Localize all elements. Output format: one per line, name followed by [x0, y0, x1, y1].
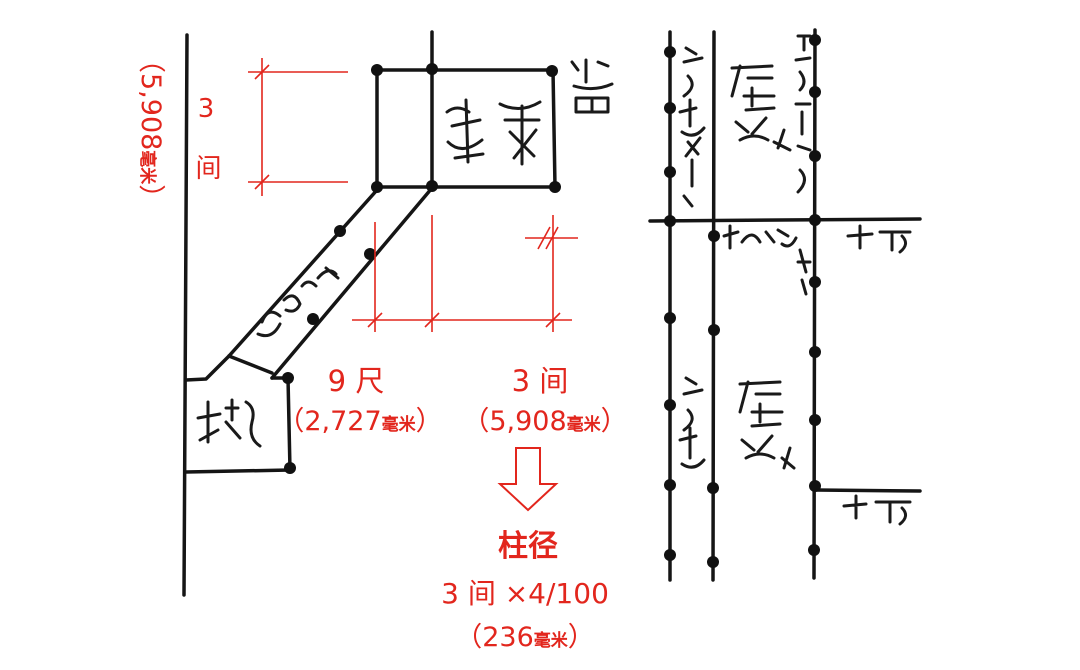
small-room-right-edge	[286, 376, 292, 472]
post-dot	[426, 180, 438, 192]
post-dot	[282, 372, 294, 384]
depth-length-value: （2,727	[277, 406, 381, 437]
post-dot	[549, 181, 561, 193]
left-span-length-unit: 毫米	[137, 150, 158, 185]
handwritten-mark-corridor	[256, 266, 340, 338]
handwritten-mark-small-room	[196, 398, 262, 448]
left-span-length-value: （5,908	[135, 46, 166, 150]
depth-length-unit: 毫米	[382, 414, 417, 435]
post-dot	[546, 65, 558, 77]
post-dot	[809, 150, 821, 162]
column-diameter-unit: 毫米	[534, 630, 569, 651]
dimension-lines	[248, 58, 578, 332]
dim-tick	[367, 312, 383, 328]
post-dot	[707, 482, 719, 494]
post-dot	[809, 346, 821, 358]
handwritten-mark-bottom-right	[842, 494, 912, 526]
corridor-lower-edge	[270, 186, 434, 380]
post-dot	[664, 549, 676, 561]
right-wall-b	[711, 30, 716, 582]
post-dot	[809, 34, 821, 46]
post-dot	[664, 102, 676, 114]
dim-tick	[545, 312, 561, 328]
column-diameter-formula: 3 间 ×4/100	[441, 577, 609, 610]
bay-length-close: ）	[601, 406, 628, 437]
corridor-upper-edge	[227, 188, 379, 358]
post-dot	[364, 248, 376, 260]
handwritten-mark-column-c-upper	[794, 34, 812, 194]
dim-tick	[254, 174, 270, 190]
post-dot	[708, 324, 720, 336]
bay-length-value: （5,908	[462, 406, 566, 437]
handwritten-mark-narrow-column-lower	[678, 376, 706, 469]
post-dot	[284, 462, 296, 474]
post-dot	[371, 181, 383, 193]
corridor-end-cap	[227, 354, 274, 375]
left-span-length-close: ）	[135, 184, 166, 211]
small-room-bottom-edge	[184, 468, 292, 474]
block-right-edge	[551, 68, 557, 189]
left-span-count: 3 间	[191, 94, 221, 180]
post-dot	[708, 230, 720, 242]
handwritten-mark-wide-veranda-lower	[738, 380, 796, 470]
post-dot	[664, 479, 676, 491]
column-diameter-number: （236	[455, 622, 534, 653]
post-dot	[707, 556, 719, 568]
depth-count: 9 尺	[328, 364, 385, 398]
handwritten-mark-cross-wall-right	[846, 224, 912, 254]
post-dot	[307, 313, 319, 325]
depth-length: （2,727毫米）	[277, 406, 442, 437]
right-cross-wall-upper	[648, 217, 922, 223]
bay-length: （5,908毫米）	[462, 406, 627, 437]
handwritten-mark-cross-wall-left	[722, 224, 812, 296]
handwritten-mark-top-right	[570, 58, 614, 114]
post-dot	[664, 399, 676, 411]
post-dot	[809, 86, 821, 98]
bay-count: 3 间	[512, 364, 569, 398]
right-wall-c	[812, 28, 817, 580]
post-dot	[664, 312, 676, 324]
dim-tick	[424, 312, 440, 328]
post-dot	[426, 63, 438, 75]
post-dot	[664, 46, 676, 58]
bay-length-unit: 毫米	[567, 414, 602, 435]
dim-tick	[254, 64, 270, 80]
handwritten-mark-block	[445, 98, 542, 166]
column-diameter-value: （236毫米）	[455, 622, 595, 653]
post-dot	[809, 414, 821, 426]
left-long-wall	[182, 33, 189, 597]
right-cross-wall-lower	[813, 488, 922, 493]
column-diameter-close: ）	[568, 622, 595, 653]
left-span-length: （5,908毫米）	[135, 46, 166, 211]
post-dot	[334, 225, 346, 237]
plan-walls	[182, 28, 922, 597]
dim-tick	[545, 226, 559, 250]
column-diameter-title: 柱径	[498, 529, 558, 564]
handwritten-mark-wide-veranda-upper	[730, 64, 792, 152]
post-dot	[808, 544, 820, 556]
column-posts	[282, 34, 821, 568]
handwritten-mark-narrow-column-upper	[678, 46, 706, 208]
post-dot	[809, 480, 821, 492]
post-dot	[371, 64, 383, 76]
dim-tick	[537, 226, 551, 250]
post-dot	[664, 166, 676, 178]
handwritten-labels	[196, 34, 912, 526]
post-dot	[809, 276, 821, 288]
down-arrow-icon	[497, 447, 559, 512]
post-dot	[664, 215, 676, 227]
post-dot	[809, 214, 821, 226]
small-room-top-edge	[184, 354, 231, 382]
annotations: （5,908毫米） 3 间 9 尺 （2,727毫米） 3 间 （5,908毫米…	[135, 46, 628, 653]
depth-length-close: ）	[416, 406, 443, 437]
